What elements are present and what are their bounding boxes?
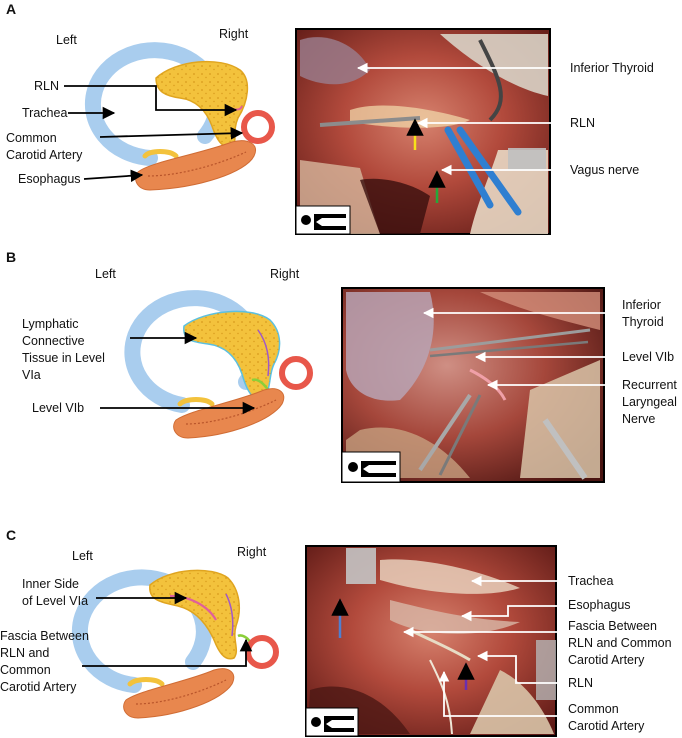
anatomy-diagram-b	[124, 290, 313, 439]
photo-label-rln-a: RLN	[570, 116, 595, 130]
photo-label-nerve-b: Nerve	[622, 412, 655, 426]
photo-label-thyroid-b: Thyroid	[622, 315, 664, 329]
label-lymphatic-3-b: Tissue in Level	[22, 351, 105, 365]
panel-label-b: B	[6, 249, 16, 265]
photo-label-esophagus-c: Esophagus	[568, 598, 631, 612]
label-inner-side-c: Inner Side	[22, 577, 79, 591]
label-trachea-a: Trachea	[22, 106, 67, 120]
leader-rln-a	[64, 85, 238, 117]
leader-artery-a	[99, 127, 244, 140]
leader-fascia-c	[82, 638, 253, 667]
photo-label-common-c: Common	[568, 702, 619, 716]
label-lymphatic-1-b: Lymphatic	[22, 317, 79, 331]
carotid-artery	[279, 356, 313, 390]
esophagus-fat	[177, 397, 215, 407]
photo-label-trachea-c: Trachea	[568, 574, 613, 588]
esophagus-line	[135, 679, 227, 705]
photo-label-thyroid-a: Inferior Thyroid	[570, 61, 654, 75]
photo-label-inferior-b: Inferior	[622, 298, 661, 312]
side-left-b: Left	[95, 267, 116, 281]
label-rln-a: RLN	[34, 79, 59, 93]
leader-rln-c	[476, 650, 566, 684]
anatomy-diagram-a	[84, 42, 275, 191]
side-right-a: Right	[219, 27, 249, 41]
anatomy-diagram-c	[71, 569, 279, 719]
fascia-marker	[237, 634, 252, 643]
side-right-b: Right	[270, 267, 300, 281]
surgical-photo-a	[295, 28, 551, 235]
label-carotid-a: Carotid Artery	[6, 148, 83, 162]
label-fascia-2-c: RLN and	[0, 646, 49, 660]
label-level-vib-b: Level VIb	[32, 401, 84, 415]
esophagus-fat	[142, 149, 179, 159]
carotid-artery	[241, 110, 275, 144]
photo-label-recurrent-b: Recurrent	[622, 378, 677, 392]
photo-label-laryngeal-b: Laryngeal	[622, 395, 677, 409]
side-left-c: Left	[72, 549, 93, 563]
surgical-photo-c	[305, 545, 557, 737]
leader-carotid-c	[438, 670, 566, 717]
esophagus-line	[185, 399, 277, 425]
photo-label-level-vib-b: Level VIb	[622, 350, 674, 364]
leader-esophagus-c	[460, 605, 566, 622]
thyroid-texture	[156, 61, 248, 147]
photo-label-fascia-2-c: RLN and Common	[568, 636, 672, 650]
lymphatic-texture	[183, 311, 280, 399]
esophagus	[173, 388, 285, 439]
photo-label-carotid-c: Carotid Artery	[568, 719, 645, 733]
label-level-via-c: of Level VIa	[22, 594, 88, 608]
panel-label-c: C	[6, 527, 16, 543]
photo-label-rln-c: RLN	[568, 676, 593, 690]
label-lymphatic-2-b: Connective	[22, 334, 85, 348]
esophagus	[123, 668, 235, 719]
label-fascia-1-c: Fascia Between	[0, 629, 89, 643]
esophagus	[135, 140, 256, 191]
panel-c: C Left Right Inner Side of Level VIa Fas…	[0, 527, 672, 737]
label-fascia-4-c: Carotid Artery	[0, 680, 77, 694]
photo-label-fascia-3-c: Carotid Artery	[568, 653, 645, 667]
patient-orientation-icon-c	[311, 716, 354, 732]
label-esophagus-a: Esophagus	[18, 172, 81, 186]
photo-label-vagus-a: Vagus nerve	[570, 163, 639, 177]
panel-label-a: A	[6, 1, 16, 17]
panel-a: A Left Right RLN Trachea Common Carotid …	[6, 1, 654, 235]
level-vib-marker	[251, 378, 270, 391]
level-boundary	[225, 593, 234, 637]
leader-esophagus-a	[83, 169, 144, 183]
carotid-artery	[245, 635, 279, 669]
thyroid-texture	[149, 570, 240, 659]
label-common-a: Common	[6, 131, 57, 145]
side-right-c: Right	[237, 545, 267, 559]
esophagus-fat	[127, 677, 165, 687]
photo-label-fascia-1-c: Fascia Between	[568, 619, 657, 633]
label-fascia-3-c: Common	[0, 663, 51, 677]
panel-b: B Left Right Lymphatic Connective Tissue…	[6, 249, 677, 483]
side-left-a: Left	[56, 33, 77, 47]
label-lymphatic-4-b: VIa	[22, 368, 41, 382]
level-boundary	[257, 329, 270, 377]
patient-orientation-icon-b	[348, 461, 396, 477]
patient-orientation-icon-a	[301, 214, 346, 230]
